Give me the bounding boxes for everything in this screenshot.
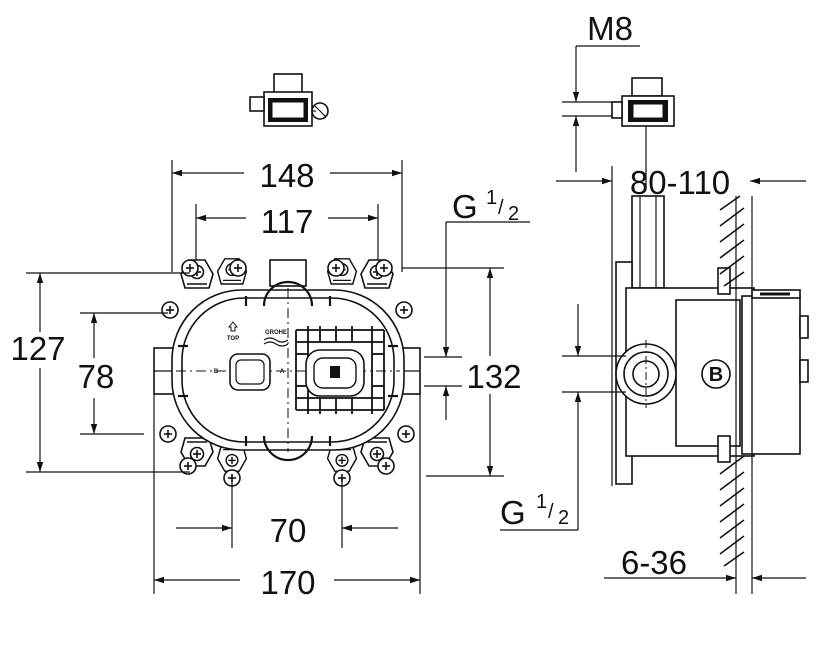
front-view: TOP B A GROHE 148 [10, 73, 530, 601]
dim-70-label: 70 [270, 512, 307, 549]
dim-m8-label: M8 [587, 10, 633, 47]
dim-170: 170 [153, 394, 421, 601]
side-thread-den: 2 [558, 507, 569, 529]
port-label-b: B [214, 369, 219, 375]
front-top-fitting [249, 73, 329, 127]
dim-70: 70 [176, 478, 398, 549]
cartridge-grid [295, 326, 385, 414]
dim-6-36: 6-36 [604, 544, 806, 582]
side-view: M8 80-110 [500, 10, 809, 594]
side-thread-slash: / [548, 501, 554, 523]
grohe-logo: GROHE [263, 330, 289, 347]
dim-6-36-label: 6-36 [621, 544, 687, 581]
dim-127: 127 [10, 272, 190, 473]
dim-127-label: 127 [10, 330, 65, 367]
side-thread-callout: G 1 / 2 [500, 304, 626, 531]
dim-132-label: 132 [466, 358, 521, 395]
side-thread-num: 1 [536, 491, 547, 513]
dim-117: 117 [196, 203, 378, 240]
dim-80-110-label: 80-110 [630, 164, 730, 201]
front-thread-g: G [452, 188, 478, 225]
dim-148-label: 148 [259, 157, 314, 194]
dim-132: 132 [402, 267, 522, 477]
top-marker-label: TOP [227, 336, 239, 342]
dim-78-label: 78 [78, 358, 115, 395]
dim-170-label: 170 [260, 564, 315, 601]
valve-body-side: B [615, 195, 809, 485]
front-thread-callout: G 1 / 2 [424, 187, 530, 420]
dim-m8: M8 [562, 10, 640, 172]
side-port-marker: B [709, 364, 723, 386]
dim-80-110: 80-110 [556, 164, 806, 486]
dim-117-label: 117 [261, 203, 314, 240]
wall-section [719, 195, 753, 594]
front-thread-num: 1 [486, 187, 497, 209]
dim-148: 148 [172, 157, 402, 194]
dim-78: 78 [78, 312, 168, 435]
valve-body-front: TOP B A GROHE [171, 280, 405, 462]
grohe-logo-text: GROHE [265, 330, 287, 336]
side-top-fitting [611, 77, 675, 186]
front-thread-slash: / [498, 197, 504, 219]
front-thread-den: 2 [508, 203, 519, 225]
port-label-a: A [280, 369, 285, 375]
side-thread-g: G [500, 494, 526, 531]
